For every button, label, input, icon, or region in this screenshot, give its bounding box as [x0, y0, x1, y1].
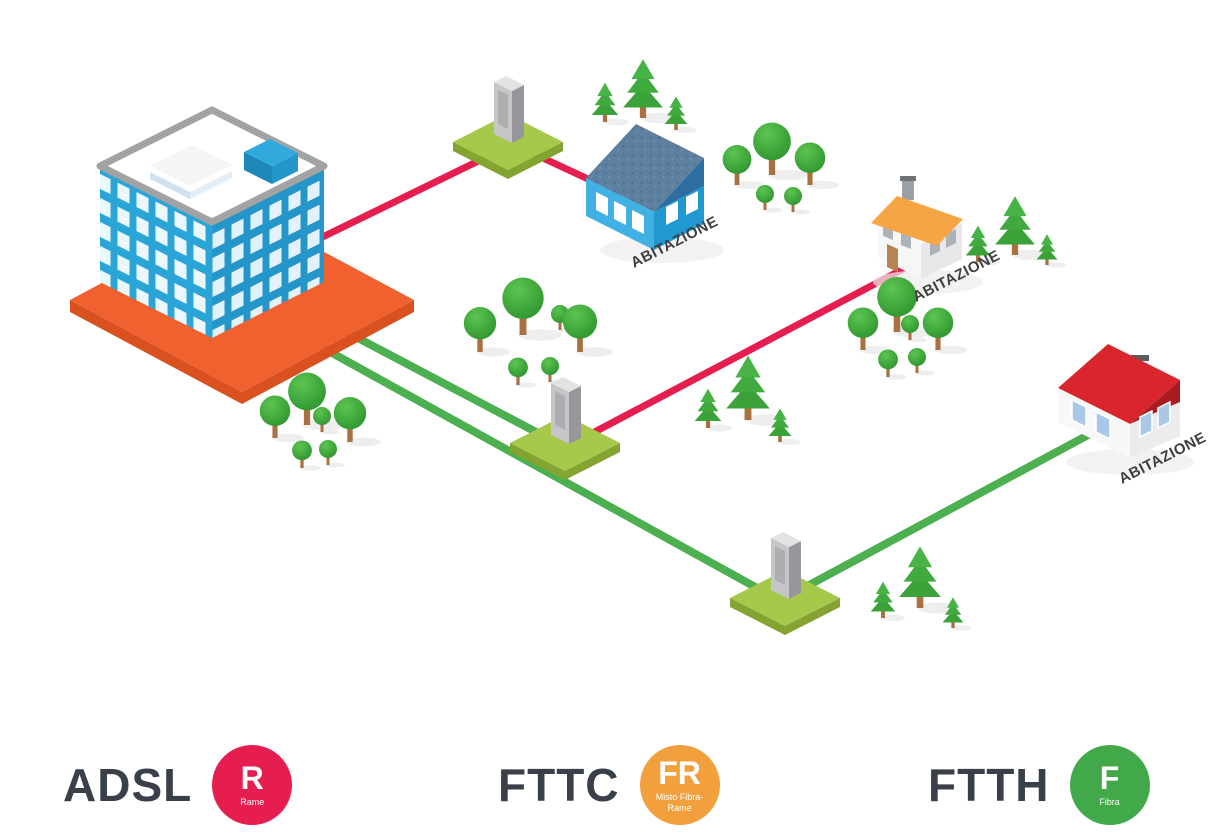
tree-cluster-right-of-blue-house	[722, 122, 839, 215]
roof-unit-edge	[150, 172, 190, 199]
pine-tree	[768, 408, 801, 445]
red-house-roof	[1058, 344, 1180, 424]
red-house-gable	[1130, 380, 1180, 424]
orange-house-door	[887, 244, 898, 272]
legend-label-ftth: FTTH	[928, 759, 1050, 811]
legend-item-adsl: ADSL R Rame	[63, 745, 293, 825]
tree	[878, 349, 907, 380]
tree	[292, 440, 321, 471]
legend-badge-ftth-caption: Fibra	[1099, 797, 1120, 808]
ftth-fiber-line-exchange-to-cabinet	[301, 334, 779, 602]
roof-sign-side	[272, 153, 298, 184]
roof-sign-front	[244, 152, 272, 184]
pine-tree	[1036, 234, 1066, 268]
pine-tree	[870, 581, 906, 622]
tree	[922, 307, 967, 355]
house-ftth	[1058, 344, 1194, 475]
tree	[794, 142, 839, 190]
orange-house-chimney	[902, 178, 914, 200]
pine-tree	[664, 96, 697, 133]
tree-cluster-left	[259, 372, 381, 471]
legend-badge-ftth-letter: F	[1099, 760, 1120, 797]
orange-house-roof	[871, 196, 963, 246]
tree	[562, 304, 613, 357]
legend-badge-fttc: FR Misto Fibra-Rame	[639, 745, 720, 825]
pine-tree	[694, 388, 732, 432]
tree	[756, 185, 782, 213]
fttc-copper-line-cabinet-to-house	[566, 264, 909, 449]
tree-cluster-mid-left	[463, 277, 613, 388]
legend-badge-fttc-caption: Misto Fibra-Rame	[655, 792, 704, 813]
pine-tree	[591, 82, 629, 126]
legend-item-ftth: FTTH F Fibra	[928, 745, 1150, 825]
ftth-fiber-line-cabinet-to-house	[796, 430, 1094, 594]
tree	[541, 357, 567, 385]
adsl-copper-line-exchange-to-cabinet	[296, 144, 509, 252]
legend-badge-adsl-letter: R	[240, 760, 264, 797]
tree	[333, 397, 381, 447]
network-diagram: ABITAZIONE ABITAZIONE ABITAZIONE	[70, 59, 1209, 635]
legend-item-fttc: FTTC FR Misto Fibra-Rame	[498, 745, 720, 825]
tree	[784, 187, 810, 215]
house-fttc	[871, 176, 983, 294]
tree	[508, 357, 537, 388]
blue-house-gable	[654, 158, 704, 212]
roof-unit-edge	[190, 171, 232, 199]
legend-label-fttc: FTTC	[498, 759, 620, 811]
central-office	[70, 106, 414, 404]
tree-cluster-bottom-pines	[870, 546, 972, 631]
legend-badge-ftth: F Fibra	[1069, 745, 1150, 825]
legend-badge-fttc-letter: FR	[658, 755, 701, 792]
tree	[463, 307, 511, 357]
legend-badge-adsl: R Rame	[212, 745, 293, 825]
pine-tree	[942, 597, 972, 631]
tree	[847, 307, 892, 355]
tree	[908, 348, 934, 376]
roof-unit	[150, 145, 232, 186]
house-adsl	[586, 124, 724, 263]
legend-label-adsl: ADSL	[63, 759, 193, 811]
tree-cluster-top-pines	[591, 59, 697, 133]
tree	[319, 440, 345, 468]
blue-house-roof	[586, 124, 704, 212]
pine-tree	[899, 546, 958, 614]
legend-badge-adsl-caption: Rame	[240, 797, 265, 808]
roof-sign-top	[244, 139, 298, 166]
